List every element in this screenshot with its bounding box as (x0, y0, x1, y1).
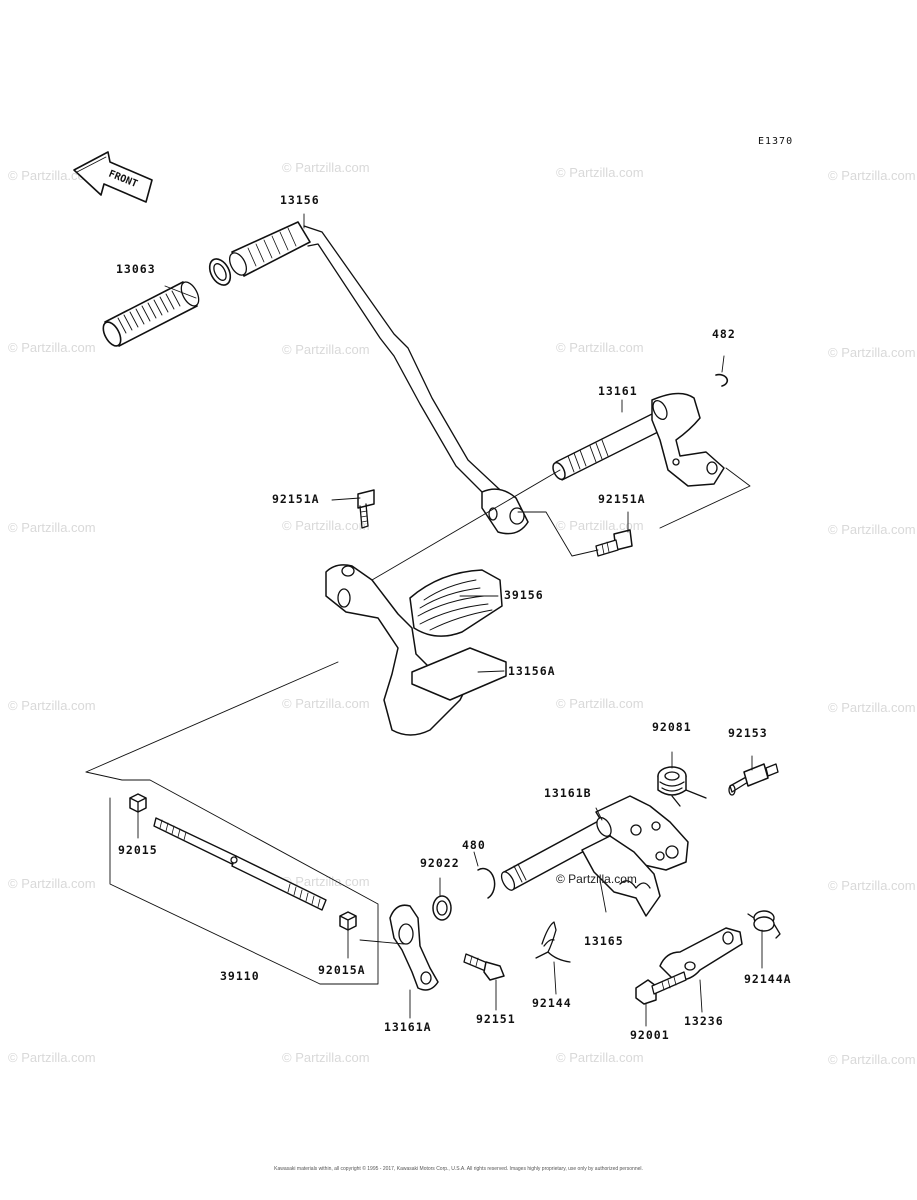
circlip-480 (477, 867, 496, 899)
watermark: © Partzilla.com (828, 1052, 916, 1067)
stud-bolt-92153 (728, 763, 779, 796)
part-label-92151[interactable]: 92151 (476, 1012, 516, 1026)
part-label-13156[interactable]: 13156 (280, 193, 320, 207)
watermark: © Partzilla.com (282, 874, 370, 889)
watermark: © Partzilla.com (8, 1050, 96, 1065)
tie-rod-39110 (153, 817, 327, 911)
bolt-92151 (463, 953, 505, 981)
part-label-92144A[interactable]: 92144A (744, 972, 792, 986)
spring-92081 (657, 766, 707, 807)
bolt-92001 (635, 971, 687, 1005)
front-arrow-icon: FRONT (73, 151, 153, 203)
part-label-13161[interactable]: 13161 (598, 384, 638, 398)
bolt-92151A-left (357, 489, 375, 529)
shift-lever-13156 (228, 221, 529, 535)
shift-shaft-13161B (500, 795, 689, 891)
watermark: © Partzilla.com (556, 165, 644, 180)
watermark: © Partzilla.com (282, 160, 370, 175)
part-label-92022[interactable]: 92022 (420, 856, 460, 870)
part-label-92081[interactable]: 92081 (652, 720, 692, 734)
bolt-92151A-right (595, 529, 633, 557)
spring-92144 (535, 921, 571, 963)
pedal-plate-13156A (411, 647, 507, 701)
part-label-13161A[interactable]: 13161A (384, 1020, 432, 1034)
circlip-482 (715, 373, 729, 387)
watermark: © Partzilla.com (8, 520, 96, 535)
watermark: © Partzilla.com (8, 168, 96, 183)
part-label-482[interactable]: 482 (712, 327, 736, 341)
watermark: © Partzilla.com (556, 1050, 644, 1065)
part-label-13236[interactable]: 13236 (684, 1014, 724, 1028)
part-label-92015[interactable]: 92015 (118, 843, 158, 857)
part-label-480[interactable]: 480 (462, 838, 486, 852)
watermark: © Partzilla.com (828, 700, 916, 715)
watermark: © Partzilla.com (828, 522, 916, 537)
watermark: © Partzilla.com (282, 342, 370, 357)
part-label-92151A-left[interactable]: 92151A (272, 492, 320, 506)
diagram-reference: E1370 (758, 136, 794, 147)
part-label-39110[interactable]: 39110 (220, 969, 260, 983)
watermark: © Partzilla.com (556, 340, 644, 355)
watermark: © Partzilla.com (8, 340, 96, 355)
link-arm-13161A (389, 904, 439, 991)
part-label-92153[interactable]: 92153 (728, 726, 768, 740)
watermark: © Partzilla.com (8, 876, 96, 891)
part-label-92001[interactable]: 92001 (630, 1028, 670, 1042)
watermark: © Partzilla.com (282, 696, 370, 711)
shift-shaft-13161 (552, 392, 725, 487)
part-label-13063[interactable]: 13063 (116, 262, 156, 276)
shift-plate-13165 (581, 835, 661, 917)
part-label-39156[interactable]: 39156 (504, 588, 544, 602)
footpeg-collar (208, 258, 232, 286)
washer-92022 (432, 895, 452, 921)
part-label-92144[interactable]: 92144 (532, 996, 572, 1010)
watermark: © Partzilla.com (828, 345, 916, 360)
nut-92015 (129, 793, 147, 813)
watermark: © Partzilla.com (8, 698, 96, 713)
watermark: © Partzilla.com (556, 518, 644, 533)
spring-92144A (747, 910, 781, 939)
copyright-notice: Kawasaki materials within, all copyright… (274, 1166, 643, 1172)
part-label-13161B[interactable]: 13161B (544, 786, 592, 800)
center-watermark: © Partzilla.com (556, 872, 637, 886)
watermark: © Partzilla.com (282, 1050, 370, 1065)
part-label-92015A[interactable]: 92015A (318, 963, 366, 977)
watermark: © Partzilla.com (556, 696, 644, 711)
nut-92015A (339, 911, 357, 931)
pedal-rubber-39156 (409, 569, 503, 637)
part-label-13165[interactable]: 13165 (584, 934, 624, 948)
part-label-92151A-right[interactable]: 92151A (598, 492, 646, 506)
part-label-13156A[interactable]: 13156A (508, 664, 556, 678)
watermark: © Partzilla.com (282, 518, 370, 533)
leader-lines (85, 213, 763, 1027)
footpeg-rubber-13063 (102, 281, 200, 347)
lever-13236 (659, 927, 743, 982)
watermark: © Partzilla.com (828, 168, 916, 183)
watermark: © Partzilla.com (828, 878, 916, 893)
